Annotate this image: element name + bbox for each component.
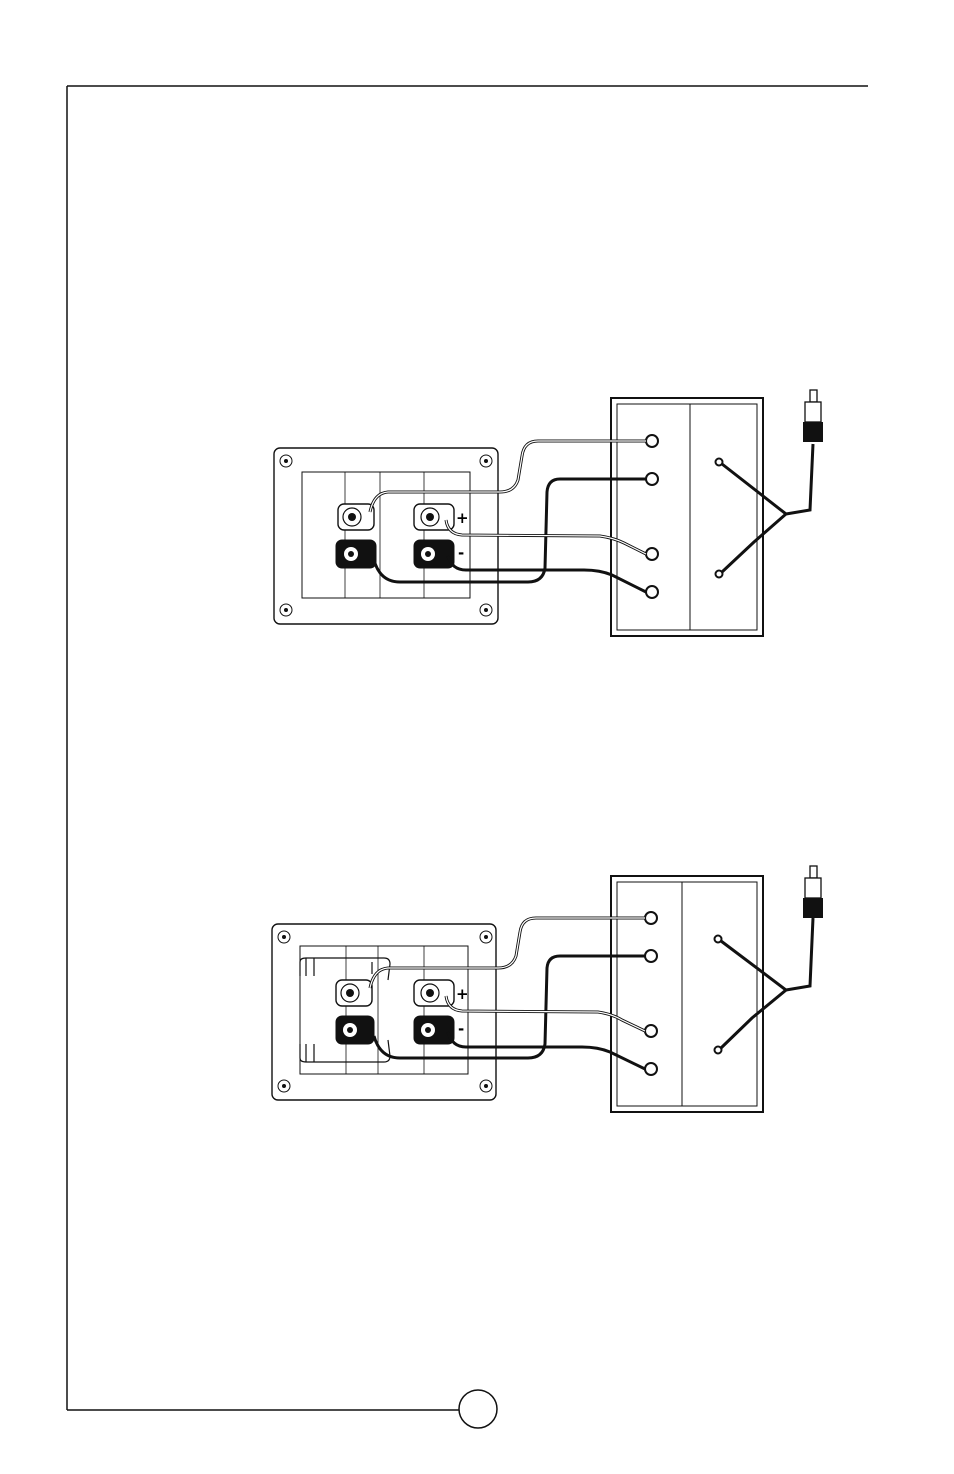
page-number xyxy=(460,1391,496,1427)
wiring-diagram-2: + - xyxy=(272,866,823,1112)
crossover-terminal xyxy=(646,548,658,560)
crossover-terminal xyxy=(646,435,658,447)
crossover-box xyxy=(611,398,763,636)
binding-post-negative-left xyxy=(336,540,376,568)
binding-post-negative-left xyxy=(336,1016,374,1044)
wiring-diagram-1: + - xyxy=(274,390,823,636)
binding-post-positive-left xyxy=(338,504,374,530)
crossover-terminal xyxy=(645,1063,657,1075)
screw-icon xyxy=(480,604,492,616)
minus-label: - xyxy=(458,544,464,562)
input-terminal xyxy=(715,936,722,943)
binding-post-negative-right xyxy=(414,1016,454,1044)
screw-icon xyxy=(280,455,292,467)
crossover-terminal xyxy=(645,912,657,924)
screw-icon xyxy=(278,1080,290,1092)
screw-icon xyxy=(278,931,290,943)
crossover-box xyxy=(611,876,763,1112)
screw-icon xyxy=(280,604,292,616)
input-terminal xyxy=(716,459,723,466)
plus-label: + xyxy=(456,509,469,527)
screw-icon xyxy=(480,455,492,467)
screw-icon xyxy=(480,1080,492,1092)
page-frame xyxy=(67,86,868,1410)
crossover-terminal xyxy=(646,473,658,485)
minus-label: - xyxy=(458,1020,464,1038)
binding-post-negative-right xyxy=(414,540,454,568)
binding-post-positive-left xyxy=(336,980,372,1006)
crossover-terminal xyxy=(646,586,658,598)
crossover-terminal xyxy=(645,1025,657,1037)
rca-plug-icon xyxy=(803,390,823,442)
rca-plug-icon xyxy=(803,866,823,918)
screw-icon xyxy=(480,931,492,943)
input-terminal xyxy=(716,571,723,578)
input-terminal xyxy=(715,1047,722,1054)
plus-label: + xyxy=(456,985,469,1003)
crossover-terminal xyxy=(645,950,657,962)
